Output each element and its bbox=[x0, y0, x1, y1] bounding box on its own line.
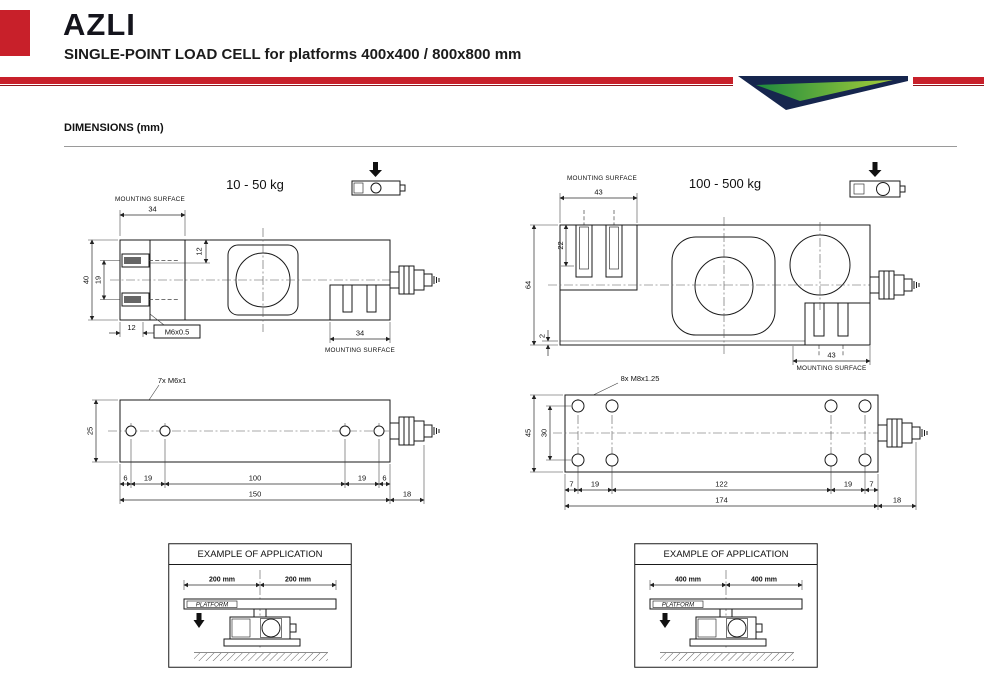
header-band bbox=[0, 74, 984, 110]
dim-width: 45 bbox=[524, 429, 533, 437]
swoosh-green-shape bbox=[756, 80, 893, 101]
dim-hole-pitch-2: 19 bbox=[358, 474, 366, 483]
left-side-dimensions: MOUNTING SURFACE 34 12 19 40 12 M bbox=[82, 196, 395, 354]
platform-half-span-right: 400 mm bbox=[751, 577, 777, 584]
dim-hole-spacing: 19 bbox=[94, 276, 103, 284]
dim-top-width: 34 bbox=[148, 205, 156, 214]
example-application-left: EXAMPLE OF APPLICATION 200 mm 200 mm PLA… bbox=[168, 543, 352, 668]
ground-hatch bbox=[660, 653, 794, 661]
platform-half-span-left: 200 mm bbox=[209, 577, 235, 584]
mounting-surface-label-top: MOUNTING SURFACE bbox=[115, 196, 185, 203]
example-title: EXAMPLE OF APPLICATION bbox=[664, 549, 789, 560]
red-band bbox=[0, 77, 984, 84]
platform-label: PLATFORM bbox=[662, 602, 694, 608]
platform-half-span-left: 400 mm bbox=[675, 577, 701, 584]
right-cell-top-view: 8x M8x1.25 30 45 bbox=[524, 374, 928, 510]
dim-bottom-width: 34 bbox=[356, 329, 364, 338]
example-title: EXAMPLE OF APPLICATION bbox=[198, 549, 323, 560]
right-top-body bbox=[553, 394, 892, 473]
mounting-surface-label-bottom: MOUNTING SURFACE bbox=[325, 347, 395, 354]
dim-total-length: 150 bbox=[249, 490, 262, 499]
cable-gland bbox=[877, 418, 928, 448]
left-cell-top-view: 7x M6x1 25 bbox=[86, 376, 440, 504]
dim-row-spacing: 30 bbox=[540, 429, 549, 437]
product-title: AZLI bbox=[63, 7, 136, 42]
dim-bottom-plate: 2 bbox=[538, 334, 547, 338]
dim-edge-hole: 6 bbox=[123, 474, 127, 483]
right-cell-side-view: 100 - 500 kg MOUNTING SUR bbox=[524, 162, 920, 372]
dim-center-span: 100 bbox=[249, 474, 262, 483]
dim-connector-length: 18 bbox=[403, 490, 411, 499]
left-orientation-icon bbox=[351, 162, 406, 196]
mounting-surface-label-top: MOUNTING SURFACE bbox=[567, 175, 637, 182]
left-cell-side-view: 10 - 50 kg MOUNTING SURFACE bbox=[82, 162, 440, 354]
dim-connector-length: 18 bbox=[893, 496, 901, 505]
holes-callout: 8x M8x1.25 bbox=[621, 374, 660, 383]
right-top-dimensions: 30 45 7 19 122 19 7 174 18 bbox=[524, 394, 917, 510]
dim-edge-hole-2: 6 bbox=[382, 474, 386, 483]
ground-hatch bbox=[194, 653, 328, 661]
dim-bottom-offset: 12 bbox=[127, 323, 135, 332]
section-title: DIMENSIONS (mm) bbox=[64, 122, 164, 134]
right-side-body bbox=[548, 210, 892, 357]
dim-total-length: 174 bbox=[715, 496, 728, 505]
brand-red-block bbox=[0, 10, 30, 56]
dim-width: 25 bbox=[86, 427, 95, 435]
left-capacity-range: 10 - 50 kg bbox=[226, 177, 284, 192]
dim-slot-depth: 22 bbox=[556, 241, 565, 249]
left-side-body bbox=[110, 228, 402, 332]
example-application-right: EXAMPLE OF APPLICATION 400 mm 400 mm PLA… bbox=[634, 543, 818, 668]
dim-height: 40 bbox=[82, 276, 91, 284]
right-orientation-icon bbox=[849, 162, 906, 198]
thread-label: M6x0.5 bbox=[165, 327, 190, 336]
left-top-dimensions: 25 6 19 100 19 6 150 18 bbox=[86, 399, 425, 504]
left-top-body bbox=[108, 399, 402, 463]
dim-hole-pitch: 19 bbox=[591, 480, 599, 489]
right-side-dimensions: MOUNTING SURFACE 43 22 64 2 43 MOUNTING … bbox=[524, 175, 871, 372]
cable-gland bbox=[389, 416, 440, 446]
load-arrow-icon bbox=[196, 613, 202, 620]
down-arrow-icon bbox=[373, 162, 378, 170]
cable-gland bbox=[869, 270, 920, 300]
section-divider bbox=[64, 146, 957, 147]
dim-top-width: 43 bbox=[594, 188, 602, 197]
dim-edge-hole: 7 bbox=[569, 480, 573, 489]
dim-bottom-width: 43 bbox=[827, 351, 835, 360]
dim-hole-pitch-2: 19 bbox=[844, 480, 852, 489]
platform-half-span-right: 200 mm bbox=[285, 577, 311, 584]
product-subtitle: SINGLE-POINT LOAD CELL for platforms 400… bbox=[64, 46, 522, 63]
dim-hole-pitch: 19 bbox=[144, 474, 152, 483]
platform-assembly: PLATFORM bbox=[183, 598, 337, 661]
down-arrow-icon bbox=[872, 162, 878, 170]
holes-callout: 7x M6x1 bbox=[158, 376, 186, 385]
platform-assembly: PLATFORM bbox=[649, 598, 803, 661]
dim-center-span: 122 bbox=[715, 480, 728, 489]
load-arrow-icon bbox=[662, 613, 668, 620]
red-band-shadow bbox=[0, 85, 984, 86]
dim-edge-hole-2: 7 bbox=[869, 480, 873, 489]
right-capacity-range: 100 - 500 kg bbox=[689, 176, 761, 191]
dim-slot-depth: 12 bbox=[195, 247, 204, 255]
mounting-surface-label-bottom: MOUNTING SURFACE bbox=[797, 365, 867, 372]
cable-gland bbox=[389, 265, 440, 295]
platform-label: PLATFORM bbox=[196, 602, 228, 608]
dim-height: 64 bbox=[524, 281, 533, 289]
